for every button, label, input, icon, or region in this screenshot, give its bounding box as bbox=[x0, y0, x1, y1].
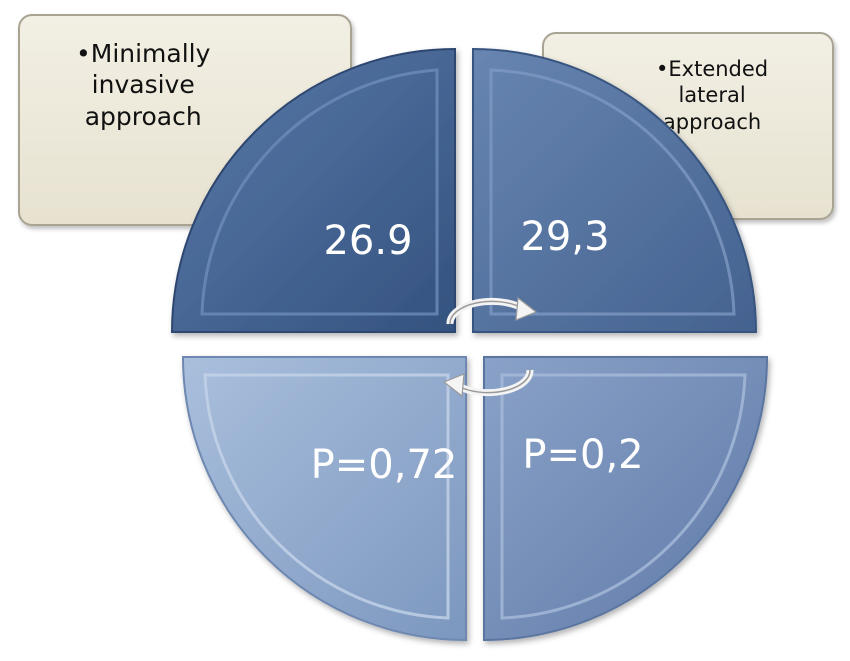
cycle-arrow-icon bbox=[446, 296, 538, 325]
quadrant-bottom-right bbox=[483, 356, 769, 642]
value-bottom-right: P=0,2 bbox=[522, 432, 643, 478]
quadrant-bottom-left bbox=[181, 356, 467, 642]
label-extended-lateral: •Extended lateral approach bbox=[656, 57, 769, 134]
value-bottom-left: P=0,72 bbox=[311, 442, 458, 488]
quadrant-top-right bbox=[472, 47, 758, 333]
label-minimally-invasive: •Minimally invasive approach bbox=[76, 39, 211, 131]
quadrant-top-left bbox=[170, 47, 456, 333]
value-top-left: 26.9 bbox=[323, 218, 412, 264]
cycle-arrow-icon bbox=[442, 369, 534, 398]
value-top-right: 29,3 bbox=[520, 214, 609, 260]
